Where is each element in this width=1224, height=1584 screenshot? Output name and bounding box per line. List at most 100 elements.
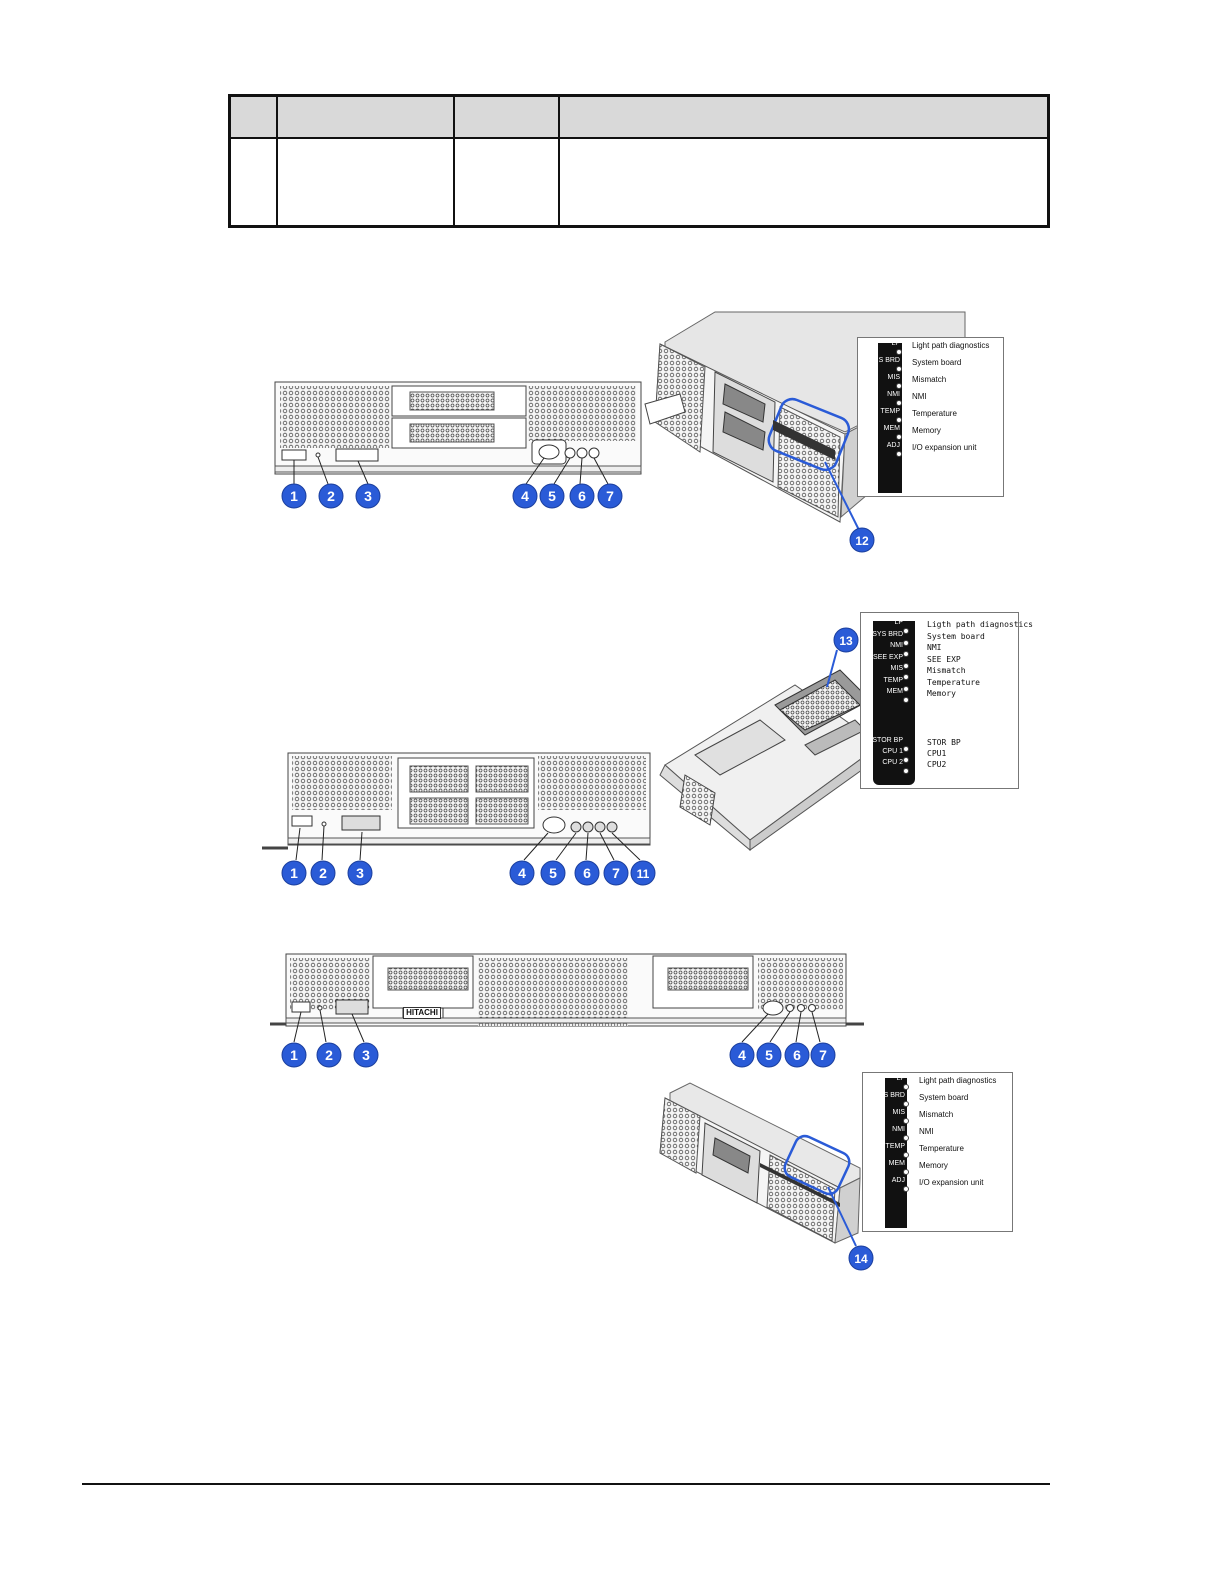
led-code: SEE EXP xyxy=(873,653,903,661)
led-indicator xyxy=(903,697,909,703)
led-code: MEM xyxy=(888,1160,905,1167)
callout-number: 7 xyxy=(819,1047,827,1063)
led-label: System board xyxy=(912,358,962,367)
callout-number: 14 xyxy=(854,1252,868,1266)
led-code: ADJ xyxy=(891,1177,905,1184)
led-label: NMI xyxy=(919,1127,934,1136)
led-label: Temperature xyxy=(927,677,980,687)
led-indicator xyxy=(903,639,909,646)
callout-badge: 3 xyxy=(353,1042,379,1068)
led-code: NMI xyxy=(890,642,903,649)
led-code: TEMP xyxy=(883,676,903,684)
table-cell xyxy=(452,136,560,228)
led-code: LP xyxy=(896,1075,905,1082)
callout-number: 4 xyxy=(738,1047,746,1063)
callout-badge: 5 xyxy=(539,483,565,509)
callout-badge: 11 xyxy=(630,860,656,886)
callout-badge: 3 xyxy=(355,483,381,509)
callout-badge: 2 xyxy=(318,483,344,509)
callout-number: 4 xyxy=(521,488,529,504)
callouts-figure-1: 1 2 3 4 5 6 7 xyxy=(281,483,623,509)
led-indicator xyxy=(903,1118,909,1124)
led-label: I/O expansion unit xyxy=(912,443,977,452)
callouts-figure-3: 1 2 3 4 5 6 7 xyxy=(281,1042,836,1068)
callout-number: 3 xyxy=(364,488,372,504)
led-indicator xyxy=(903,662,909,669)
led-code: LP xyxy=(894,619,903,626)
table-row xyxy=(228,136,1050,228)
detail-callout-14: 14 xyxy=(848,1245,874,1271)
callouts-figure-2: 1 2 3 4 5 6 7 11 xyxy=(281,860,656,886)
led-indicator xyxy=(896,400,902,406)
led-label: System board xyxy=(927,631,985,641)
led-label: NMI xyxy=(912,392,927,401)
led-indicator xyxy=(903,651,909,657)
brand-label: HITACHI xyxy=(403,1007,441,1019)
led-label: CPU2 xyxy=(927,760,947,769)
table-header-cell xyxy=(275,94,455,139)
callout-badge: 3 xyxy=(347,860,373,886)
callout-badge: 1 xyxy=(281,860,307,886)
callout-badge: 1 xyxy=(281,1042,307,1068)
led-code: SYS BRD xyxy=(872,630,903,638)
led-indicator xyxy=(903,1101,909,1107)
callout-badge: 2 xyxy=(316,1042,342,1068)
led-indicator xyxy=(903,628,909,634)
led-label: Mismatch xyxy=(919,1110,954,1119)
table-header-cell xyxy=(557,94,1050,139)
led-code: S BRD xyxy=(883,1092,905,1099)
table-cell xyxy=(275,136,455,228)
led-code: TEMP xyxy=(885,1143,905,1150)
led-label: Temperature xyxy=(919,1144,964,1153)
table-header-cell xyxy=(228,94,278,139)
callout-number: 11 xyxy=(637,867,650,881)
callout-badge: 2 xyxy=(310,860,336,886)
led-label: Light path diagnostics xyxy=(912,341,990,350)
led-code: NMI xyxy=(892,1126,905,1133)
led-indicator xyxy=(896,434,902,440)
led-label: Temperature xyxy=(912,409,957,418)
callout-number: 2 xyxy=(325,1047,333,1063)
led-code: S BRD xyxy=(878,357,900,364)
callout-number: 5 xyxy=(549,865,557,881)
led-code: TEMP xyxy=(880,408,900,415)
led-indicator xyxy=(903,746,909,752)
led-indicator xyxy=(896,417,902,423)
callout-badge: 4 xyxy=(729,1042,755,1068)
callout-number: 3 xyxy=(356,865,364,881)
callout-badge: 5 xyxy=(540,860,566,886)
led-indicator xyxy=(896,366,902,372)
led-indicator xyxy=(896,349,902,355)
callout-number: 3 xyxy=(362,1047,370,1063)
spec-table xyxy=(228,94,1050,228)
table-cell xyxy=(228,136,278,228)
led-code: MIS xyxy=(887,374,900,381)
footer-rule xyxy=(82,1483,1050,1485)
callout-number: 1 xyxy=(290,1047,298,1063)
table-header-cell xyxy=(452,94,560,139)
callout-badge: 5 xyxy=(756,1042,782,1068)
callout-badge: 6 xyxy=(784,1042,810,1068)
table-header-row xyxy=(228,94,1050,139)
callout-number: 6 xyxy=(793,1047,801,1063)
callout-badge: 1 xyxy=(281,483,307,509)
led-indicator xyxy=(903,757,909,763)
led-label: STOR BP xyxy=(927,738,961,747)
led-label: I/O expansion unit xyxy=(919,1178,984,1187)
led-code: CPU 1 xyxy=(882,748,903,755)
led-indicator xyxy=(903,768,909,774)
server-open-chassis-illustration xyxy=(659,649,881,852)
callout-badge: 6 xyxy=(569,483,595,509)
led-indicator xyxy=(896,383,902,389)
led-label: System board xyxy=(919,1093,969,1102)
led-label: Mismatch xyxy=(912,375,947,384)
led-label: SEE EXP xyxy=(927,654,961,664)
callout-number: 12 xyxy=(855,534,869,548)
led-code: CPU 2 xyxy=(882,759,903,766)
led-label: NMI xyxy=(927,643,942,652)
led-indicator xyxy=(903,1186,909,1192)
led-label: Memory xyxy=(919,1161,948,1170)
detail-callout-13: 13 xyxy=(833,627,859,653)
callout-number: 1 xyxy=(290,488,298,504)
